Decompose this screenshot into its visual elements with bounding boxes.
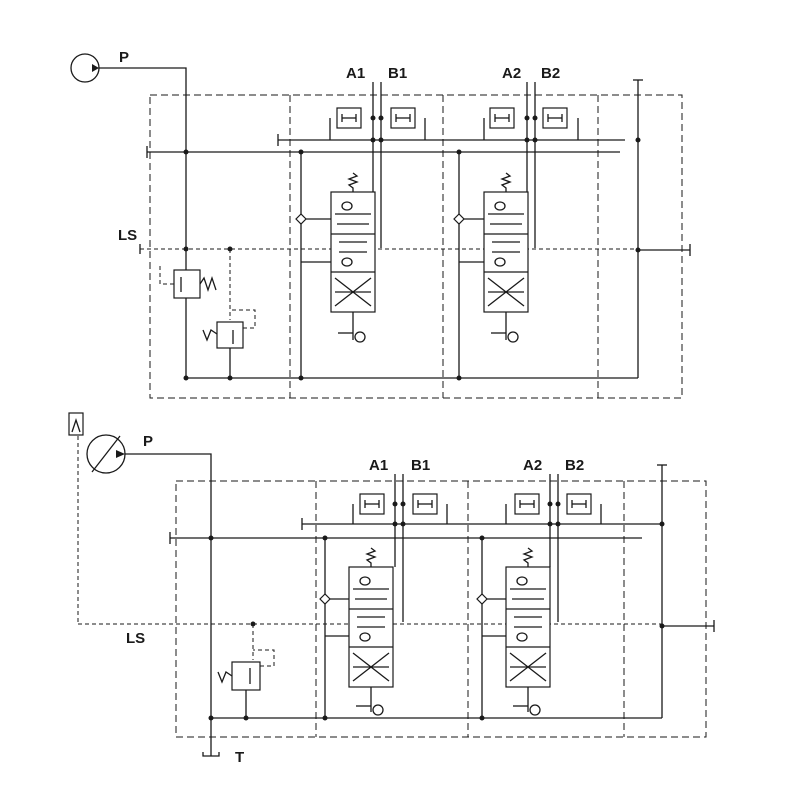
label-P-top: P: [119, 49, 129, 66]
bottom-circuit: P A1 B1 A2 B2 LS T: [68, 412, 715, 766]
label-T-bottom: T: [235, 749, 244, 766]
label-A2-bottom: A2: [523, 457, 542, 474]
label-B1-bottom: B1: [411, 457, 430, 474]
label-A2-top: A2: [502, 65, 521, 82]
label-B2-bottom: B2: [565, 457, 584, 474]
label-A1-bottom: A1: [369, 457, 388, 474]
label-A1-top: A1: [346, 65, 365, 82]
label-B1-top: B1: [388, 65, 407, 82]
label-P-bottom: P: [143, 433, 153, 450]
label-LS-top: LS: [118, 227, 137, 244]
label-LS-bottom: LS: [126, 630, 145, 647]
label-B2-top: B2: [541, 65, 560, 82]
top-circuit: P A1 B1 A2 B2 LS: [70, 49, 691, 399]
